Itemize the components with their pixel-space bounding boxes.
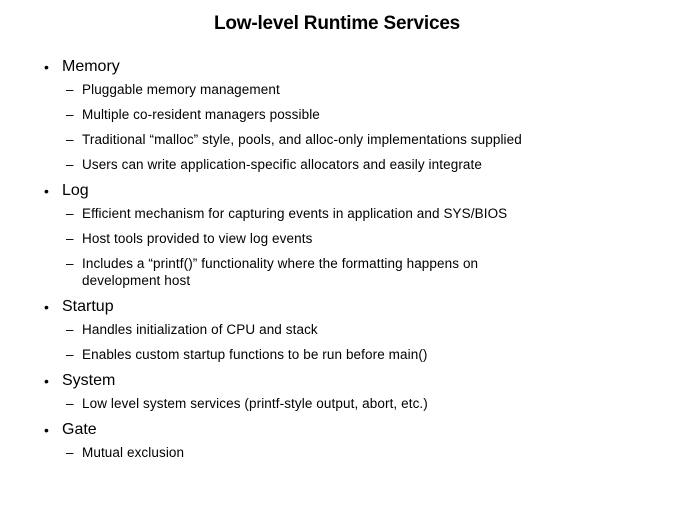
sub-bullet-item: –Includes a “printf()” functionality whe…: [66, 255, 648, 289]
dash-icon: –: [66, 256, 74, 271]
section-heading: System: [62, 372, 116, 389]
sub-bullet-text: Multiple co-resident managers possible: [82, 107, 320, 122]
sub-bullet-item: –Low level system services (printf-style…: [66, 395, 648, 412]
section-gate: • Gate –Mutual exclusion: [44, 420, 648, 461]
sub-bullet-text: Mutual exclusion: [82, 445, 185, 460]
bullet-icon: •: [44, 373, 49, 389]
slide-title: Low-level Runtime Services: [213, 13, 461, 34]
dash-icon: –: [66, 347, 74, 362]
dash-icon: –: [66, 206, 74, 221]
dash-icon: –: [66, 157, 74, 172]
sub-bullet-text: Host tools provided to view log events: [82, 231, 313, 246]
section-log: •Log–Efficient mechanism for capturing e…: [44, 181, 648, 289]
sub-bullet-item: –Efficient mechanism for capturing event…: [66, 205, 648, 222]
section-heading: Log: [62, 182, 89, 199]
bullet-icon: •: [44, 183, 49, 199]
dash-icon: –: [66, 322, 74, 337]
section-memory: •Memory–Pluggable memory management–Mult…: [44, 57, 648, 173]
bullet-item: • System: [44, 371, 648, 391]
sub-bullet-text: Efficient mechanism for capturing events…: [82, 206, 508, 221]
sub-bullet-text: Pluggable memory management: [82, 82, 280, 97]
section-system: • System –Low level system services (print…: [44, 371, 648, 412]
sub-bullet-item: –Pluggable memory management: [66, 81, 648, 98]
bullet-item: • Startup: [44, 297, 648, 317]
sub-bullet-text: Includes a “printf()” functionality wher…: [82, 256, 479, 288]
section-heading: Gate: [62, 421, 97, 438]
sub-bullet-item: –Enables custom startup functions to be …: [66, 346, 648, 363]
sub-bullet-item: –Host tools provided to view log events: [66, 230, 648, 247]
sub-bullet-text: Users can write application-specific all…: [82, 157, 482, 172]
slide-body: •Memory–Pluggable memory management–Mult…: [0, 35, 674, 461]
sub-bullet-item: –Traditional “malloc” style, pools, and …: [66, 131, 648, 148]
sub-bullet-text: Enables custom startup functions to be r…: [82, 347, 428, 362]
sub-bullet-text: Low level system services (printf-style …: [82, 396, 428, 411]
sub-bullet-item: –Multiple co-resident managers possible: [66, 106, 648, 123]
bullet-icon: •: [44, 59, 49, 75]
dash-icon: –: [66, 396, 74, 411]
sub-bullet-text: Traditional “malloc” style, pools, and a…: [82, 132, 522, 147]
sub-bullet-item: –Users can write application-specific al…: [66, 156, 648, 173]
dash-icon: –: [66, 445, 74, 460]
bullet-item: • Gate: [44, 420, 648, 440]
bullet-icon: •: [44, 299, 49, 315]
bullet-item: • Log: [44, 181, 648, 201]
section-heading: Memory: [62, 58, 120, 75]
bullet-item: • Memory: [44, 57, 648, 77]
dash-icon: –: [66, 231, 74, 246]
sub-bullet-item: –Handles initialization of CPU and stack: [66, 321, 648, 338]
section-startup: • Startup –Handles initialization of CPU a…: [44, 297, 648, 363]
dash-icon: –: [66, 132, 74, 147]
bullet-icon: •: [44, 422, 49, 438]
sub-bullet-item: –Mutual exclusion: [66, 444, 648, 461]
section-heading: Startup: [62, 298, 114, 315]
dash-icon: –: [66, 82, 74, 97]
dash-icon: –: [66, 107, 74, 122]
sub-bullet-text: Handles initialization of CPU and stack: [82, 322, 318, 337]
